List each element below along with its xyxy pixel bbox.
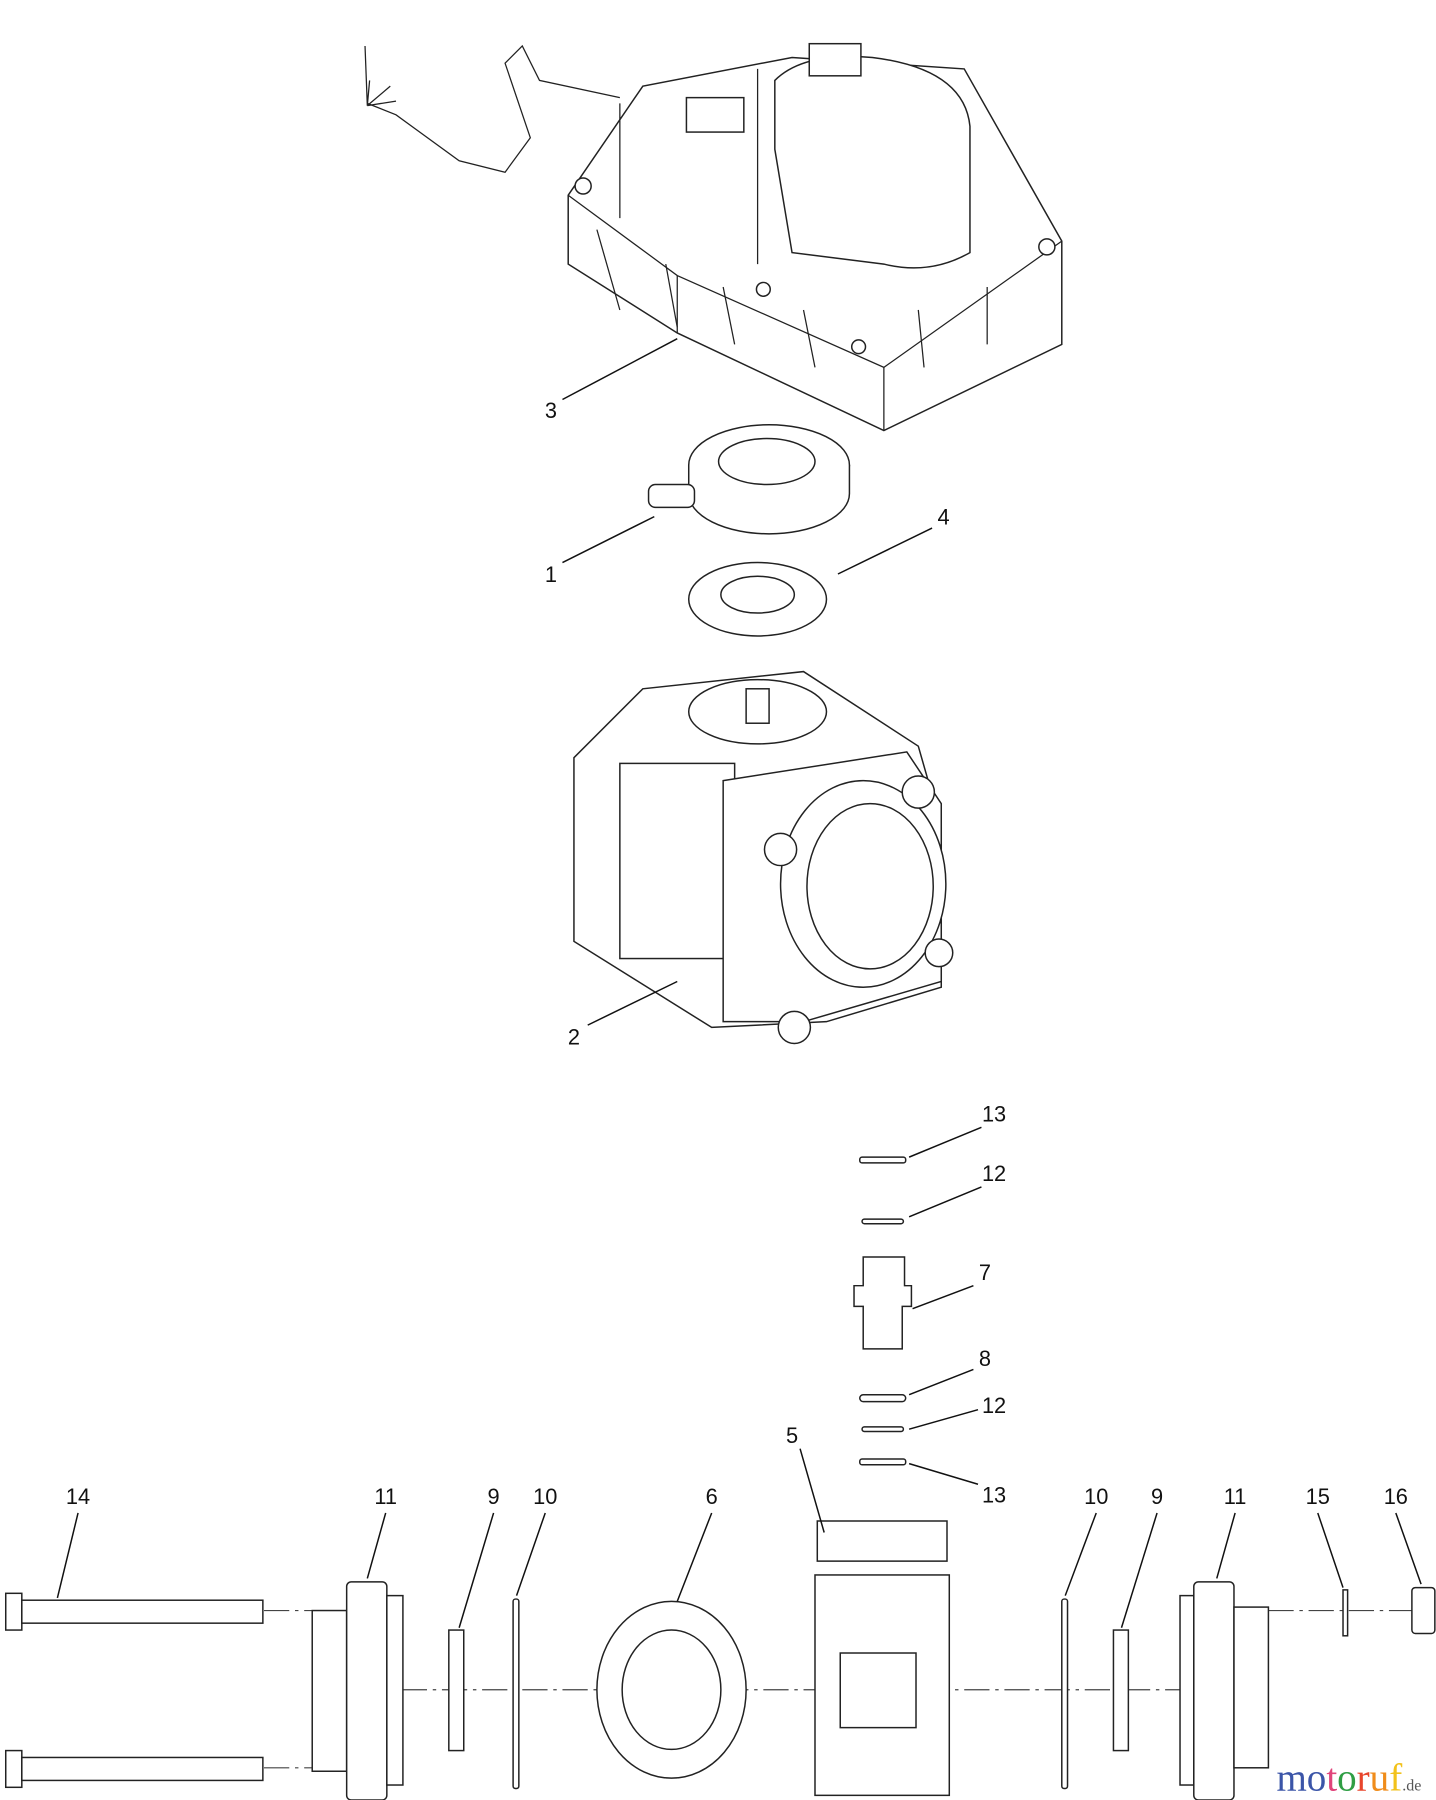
watermark-letter: t (1326, 1757, 1337, 1800)
callout-10-right: 10 (1084, 1484, 1108, 1509)
callout-6: 6 (706, 1484, 718, 1509)
callout-1: 1 (545, 562, 557, 587)
callout-13-lower: 13 (982, 1483, 1006, 1508)
leader-lines (56, 338, 1422, 1628)
callout-10-left: 10 (533, 1484, 557, 1509)
part-13-upper (859, 1156, 907, 1164)
part-8-oring (859, 1393, 907, 1403)
watermark-letter: f (1389, 1757, 1402, 1800)
part-11-right-end (1179, 1581, 1270, 1800)
callout-13-upper: 13 (982, 1102, 1006, 1127)
part-1-coupler (647, 424, 851, 535)
part-2-valve-body (573, 670, 954, 1045)
part-11-left-end (311, 1581, 404, 1800)
callout-16: 16 (1384, 1484, 1408, 1509)
callout-9-left: 9 (488, 1484, 500, 1509)
callout-labels: 3 1 4 2 13 12 7 8 12 13 14 11 9 10 6 5 1… (66, 398, 1408, 1509)
part-9-left-seal (448, 1629, 465, 1752)
part-12-lower (861, 1426, 905, 1433)
watermark-letter: r (1357, 1757, 1370, 1800)
part-16-nut (1411, 1586, 1436, 1635)
watermark-letter: m (1276, 1757, 1306, 1800)
part-7-stem (853, 1256, 913, 1350)
watermark-letter: u (1370, 1757, 1390, 1800)
callout-2: 2 (568, 1025, 580, 1050)
part-14-bolts (4, 1592, 264, 1789)
callout-7: 7 (979, 1260, 991, 1285)
callout-3: 3 (545, 398, 557, 423)
watermark-suffix: .de (1402, 1778, 1421, 1795)
callout-9-right: 9 (1151, 1484, 1163, 1509)
watermark-letter: o (1337, 1757, 1357, 1800)
stem-parts (853, 1156, 913, 1466)
callout-12-upper: 12 (982, 1161, 1006, 1186)
part-9-right-seal (1112, 1629, 1130, 1752)
part-3-actuator (364, 42, 1063, 432)
part-4-washer (687, 561, 828, 637)
watermark-letter: o (1307, 1757, 1327, 1800)
callout-14: 14 (66, 1484, 90, 1509)
callout-11-right: 11 (1224, 1484, 1247, 1509)
callout-4: 4 (937, 505, 949, 530)
callout-8: 8 (979, 1346, 991, 1371)
part-10-left-oring (512, 1598, 520, 1790)
part-6-ball (596, 1600, 747, 1779)
callout-11-left: 11 (374, 1484, 397, 1509)
part-13-lower (859, 1458, 907, 1466)
callout-12-lower: 12 (982, 1393, 1006, 1418)
part-12-upper (861, 1218, 905, 1225)
callout-5: 5 (786, 1423, 798, 1448)
part-5-stem-body (814, 1520, 951, 1797)
bottom-assembly (4, 1520, 1436, 1800)
part-15-washer (1342, 1589, 1349, 1637)
callout-15: 15 (1306, 1484, 1330, 1509)
watermark-logo: motoruf.de (1276, 1757, 1421, 1800)
part-10-right-oring (1061, 1598, 1069, 1790)
